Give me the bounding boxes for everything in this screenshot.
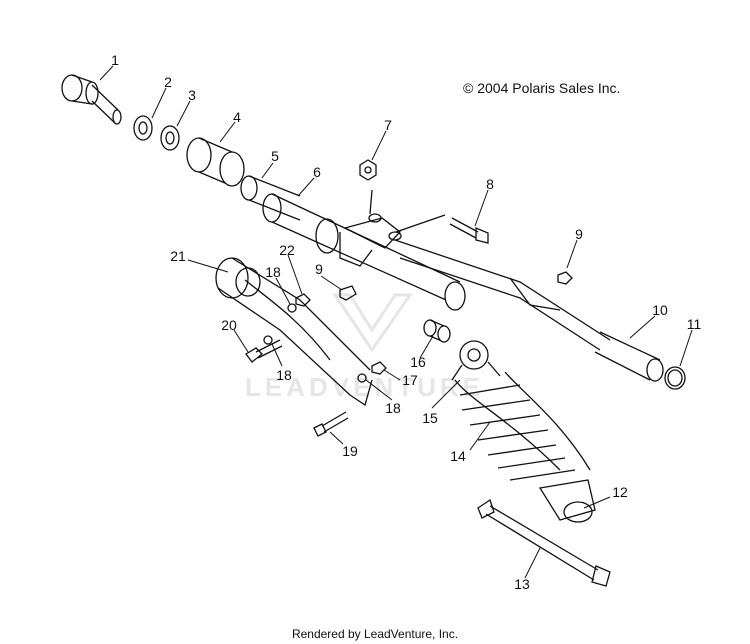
bolt-part-8 xyxy=(449,217,489,244)
callout-15: 15 xyxy=(422,410,438,426)
arm-part-10 xyxy=(394,239,664,382)
callout-17: 17 xyxy=(402,372,418,388)
callout-18-c: 18 xyxy=(385,400,401,416)
callout-8: 8 xyxy=(486,176,494,192)
watermark-text: LEADVENTURE xyxy=(245,372,485,402)
callout-5: 5 xyxy=(271,148,279,164)
callout-18-a: 18 xyxy=(265,264,281,280)
washer-part-18-a xyxy=(287,303,297,313)
callout-3: 3 xyxy=(188,87,196,103)
nut-part-9-b xyxy=(339,285,357,301)
callout-16: 16 xyxy=(410,354,426,370)
bolt-part-20 xyxy=(245,339,283,363)
washer-part-2 xyxy=(133,115,153,141)
callout-19: 19 xyxy=(342,443,358,459)
bolt-part-19 xyxy=(313,411,349,437)
callout-11: 11 xyxy=(686,316,702,332)
callout-1: 1 xyxy=(111,52,119,68)
watermark-logo xyxy=(332,293,413,353)
callout-9-a: 9 xyxy=(575,226,583,242)
callout-6: 6 xyxy=(313,164,321,180)
washer-part-18-b xyxy=(263,335,273,345)
callout-22: 22 xyxy=(279,242,295,258)
callout-9-b: 9 xyxy=(315,261,323,277)
nut-part-17 xyxy=(371,361,387,375)
link-part-21 xyxy=(215,257,373,407)
callout-10: 10 xyxy=(652,302,668,318)
callout-14: 14 xyxy=(450,448,466,464)
spacer-part-16 xyxy=(423,319,451,343)
callout-2: 2 xyxy=(164,74,172,90)
bolt-part-1 xyxy=(61,74,122,125)
swing-arm-part-6 xyxy=(262,189,466,311)
copyright-text: © 2004 Polaris Sales Inc. xyxy=(463,80,621,96)
nut-part-9-a xyxy=(557,271,573,285)
nut-part-7 xyxy=(359,159,377,181)
tube-part-5 xyxy=(240,175,301,221)
washer-part-18-c xyxy=(357,373,367,383)
callout-13: 13 xyxy=(514,576,530,592)
footer-text: Rendered by LeadVenture, Inc. xyxy=(291,627,459,641)
shock-part-14 xyxy=(451,340,596,523)
callout-7: 7 xyxy=(384,117,392,133)
bushing-part-4 xyxy=(186,137,245,187)
callout-4: 4 xyxy=(233,109,241,125)
callout-18-b: 18 xyxy=(276,367,292,383)
leader-lines xyxy=(99,65,693,579)
washer-part-3 xyxy=(160,125,180,151)
nut-part-22 xyxy=(295,293,311,307)
callout-20: 20 xyxy=(221,317,237,333)
callout-21: 21 xyxy=(170,248,186,264)
ring-part-11 xyxy=(664,366,686,390)
bolt-part-13 xyxy=(477,498,611,587)
callout-12: 12 xyxy=(612,484,628,500)
